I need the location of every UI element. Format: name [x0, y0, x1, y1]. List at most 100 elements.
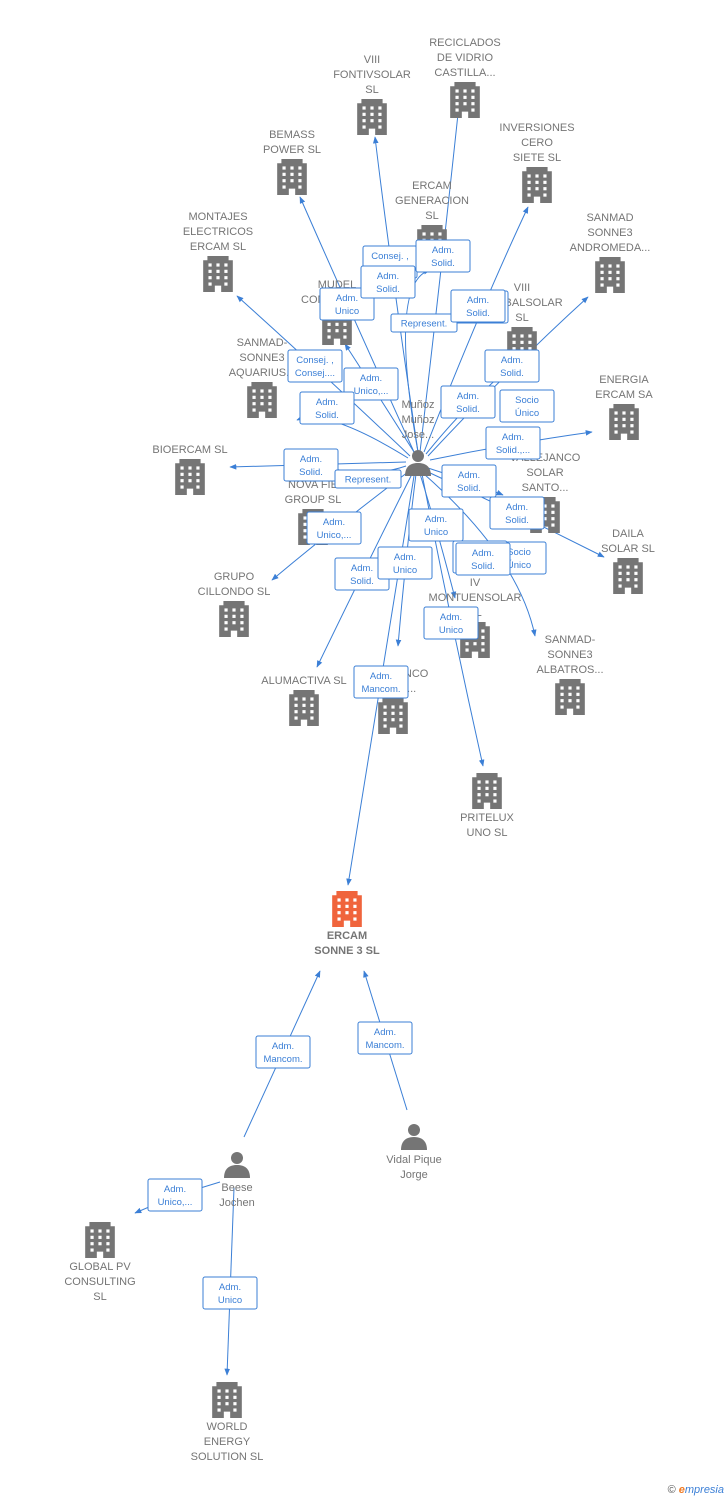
node-label: UNO SL — [467, 827, 508, 839]
edge-label-munoz-to-montajes[interactable]: Consej. ,Consej.... — [287, 349, 343, 383]
edge-label-munoz-to-mudel-text: Adm. — [360, 373, 382, 384]
node-label: NOVA FIE — [288, 479, 338, 491]
edge-label-munoz-to-energia-box — [485, 426, 541, 460]
node-andromeda[interactable]: SANMADSONNE3ANDROMEDA... — [570, 212, 651, 293]
edge-label-munoz-to-alumactiva-text: Solid. — [350, 576, 374, 587]
edge-label-beese-to-world[interactable]: Adm.Unico — [202, 1276, 258, 1310]
node-label: Jorge — [400, 1169, 428, 1181]
edge-label-munoz-to-montajes-box — [287, 349, 343, 383]
edge-label-munoz-to-santo-text: Solid. — [457, 483, 481, 494]
edge-label-munoz-to-reciclados[interactable]: Adm.Solid. — [415, 239, 471, 273]
edge-label-munoz-to-mudel[interactable]: Adm.Unico,... — [343, 367, 399, 401]
edge-label-beese-to-globalpv[interactable]: Adm.Unico,... — [147, 1178, 203, 1212]
edge-label-munoz-to-montajes-text: Consej. , — [296, 355, 334, 366]
edge-label-extra-0[interactable]: Represent. — [390, 313, 458, 333]
edge-label-munoz-to-pritelux[interactable]: Adm.Unico — [423, 606, 479, 640]
node-label: SANTO... — [522, 482, 569, 494]
node-main[interactable]: ERCAM SONNE 3 SL — [314, 891, 380, 957]
edge-label-munoz-to-vallejanco[interactable]: Adm.Unico — [377, 546, 433, 580]
building-icon — [203, 256, 233, 292]
edge-label-munoz-to-albatros-text: Socio — [507, 547, 531, 558]
node-label: SONNE 3 SL — [314, 945, 380, 957]
node-label: SIETE SL — [513, 152, 561, 164]
edge-label-munoz-to-ercamgen[interactable]: Adm.Solid. — [360, 265, 416, 299]
footer-brand[interactable]: © empresia — [668, 1484, 724, 1496]
node-aquarius[interactable]: SANMAD-SONNE3AQUARIUS... — [229, 337, 296, 418]
node-alumactiva[interactable]: ALUMACTIVA SL — [261, 675, 347, 726]
node-bioercam[interactable]: BIOERCAM SL — [152, 444, 228, 495]
node-albatros[interactable]: SANMAD-SONNE3ALBATROS... — [536, 634, 604, 715]
edge-label-munoz-to-santo-text: Adm. — [458, 470, 480, 481]
edge-label-munoz-to-bemass-text: Adm. — [336, 293, 358, 304]
edge-label-munoz-to-bioercam-box — [283, 448, 339, 482]
node-label: SOLUTION SL — [191, 1451, 264, 1463]
edge-label-munoz-to-cillondo-text: Unico,... — [317, 530, 352, 541]
edge-label-munoz-to-reciclados-text: Solid. — [431, 258, 455, 269]
edge-label-munoz-to-fontivsolar-text: Consej. , — [371, 251, 409, 262]
edge-label-munoz-to-aquarius[interactable]: Adm.Solid. — [299, 391, 355, 425]
edge-label-munoz-to-bioercam[interactable]: Adm.Solid. — [283, 448, 339, 482]
edge-label-munoz-to-pritelux-text: Adm. — [440, 612, 462, 623]
edge-label-munoz-to-main[interactable]: Adm.Mancom. — [353, 665, 409, 699]
edge-label-munoz-to-montuensolar-box — [408, 508, 464, 542]
edge-label-munoz-to-daila[interactable]: Adm.Solid. — [489, 496, 545, 530]
node-label: IV — [470, 577, 481, 589]
edge-label-munoz-to-cillondo[interactable]: Adm.Unico,... — [306, 511, 362, 545]
edge-label-munoz-to-energia-text: Adm. — [502, 432, 524, 443]
edge-label-extra-2-box — [499, 389, 555, 423]
node-label: SANMAD — [586, 212, 633, 224]
edge-label-munoz-to-albatros-text: Único — [507, 560, 531, 571]
edge-label-munoz-to-globalsolar[interactable]: Adm. Solid. — [440, 385, 496, 419]
edge-label-beese-to-main[interactable]: Adm.Mancom. — [255, 1035, 311, 1069]
edge-label-munoz-to-globalsolar-text: Solid. — [456, 404, 480, 415]
edge-label-munoz-to-andromeda-text: Solid. — [500, 368, 524, 379]
person-icon — [405, 450, 431, 476]
edge-label-extra-1-text: Adm. — [467, 295, 489, 306]
edge-label-vidal-to-main[interactable]: Adm.Mancom. — [357, 1021, 413, 1055]
edge-label-munoz-to-montuensolar[interactable]: Adm.Unico — [408, 508, 464, 542]
edge-label-beese-to-world-text: Adm. — [219, 1282, 241, 1293]
building-icon — [609, 404, 639, 440]
node-label: INVERSIONES — [499, 122, 574, 134]
edge-label-munoz-to-nova-box — [334, 469, 402, 489]
edge-label-munoz-to-nova[interactable]: Represent. — [334, 469, 402, 489]
node-label: SANMAD- — [545, 634, 596, 646]
edge-label-munoz-to-andromeda[interactable]: Adm.Solid. — [484, 349, 540, 383]
building-icon — [555, 679, 585, 715]
node-label: SL — [93, 1291, 106, 1303]
node-label: ERCAM — [412, 180, 452, 192]
edge-label-munoz-to-santo[interactable]: Adm. Solid. — [441, 464, 497, 498]
edge-label-beese-to-world-box — [202, 1276, 258, 1310]
person-icon — [224, 1152, 250, 1178]
edge-label-extra-4[interactable]: Adm.Solid. — [455, 542, 511, 576]
node-label: ERCAM SA — [595, 389, 653, 401]
edge-label-munoz-to-aquarius-box — [299, 391, 355, 425]
edge-label-munoz-to-nova-text: Represent. — [345, 475, 391, 486]
edge-label-munoz-to-bemass-text: Unico — [335, 306, 359, 317]
node-label: SONNE3 — [547, 649, 592, 661]
edge-label-munoz-to-globalsolar-text: Adm. — [457, 391, 479, 402]
building-icon — [378, 698, 408, 734]
edge-label-extra-1[interactable]: Adm.Solid. — [450, 289, 506, 323]
node-munoz[interactable]: MuñozMuñozJose... — [401, 399, 435, 476]
edge-label-munoz-to-energia[interactable]: Adm.Solid.,... — [485, 426, 541, 460]
node-label: CONSULTING — [64, 1276, 135, 1288]
node-label: ERCAM — [327, 930, 367, 942]
node-label: DE VIDRIO — [437, 52, 494, 64]
